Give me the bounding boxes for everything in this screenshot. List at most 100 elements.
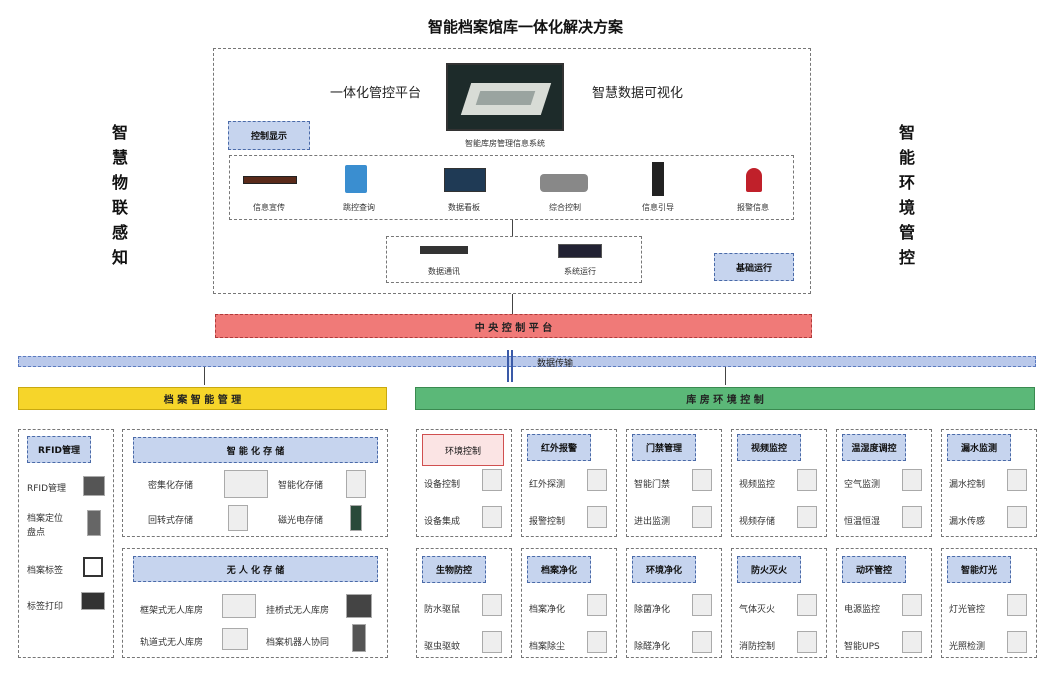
connector-line [204, 367, 205, 385]
device-icon [482, 631, 502, 653]
device-icon [587, 506, 607, 528]
storage-item: 磁光电存储 [278, 516, 324, 526]
env-module-title: 环境控制 [422, 434, 504, 466]
env-module-item: 档案除尘 [529, 642, 566, 652]
connector-line [512, 220, 513, 236]
handheld-icon [87, 510, 101, 536]
env-module-title: 档案净化 [527, 556, 591, 583]
unmanned-item: 框架式无人库房 [140, 606, 204, 616]
console-icon [540, 174, 588, 192]
rotary-cabinet-icon [228, 505, 248, 531]
unmanned-item: 轨道式无人库房 [140, 638, 204, 648]
env-module-title: 门禁管理 [632, 434, 696, 461]
env-module-item: 消防控制 [739, 642, 776, 652]
env-control-header: 库 房 环 境 控 制 [415, 387, 1035, 410]
dashboard-icon [444, 168, 486, 192]
env-module-panel [836, 429, 932, 537]
optical-storage-icon [350, 505, 362, 531]
device-icon [482, 506, 502, 528]
env-module-title: 生物防控 [422, 556, 486, 583]
env-module-item: 除菌净化 [634, 605, 671, 615]
infra-label: 数据通讯 [428, 267, 460, 276]
env-module-panel [416, 548, 512, 658]
rfid-item: 档案定位 盘点 [27, 514, 64, 538]
device-icon [902, 594, 922, 616]
env-module-item: 电源监控 [844, 605, 881, 615]
storage-item: 密集化存储 [148, 481, 194, 491]
env-module-item: 视频监控 [739, 480, 776, 490]
device-icon [692, 631, 712, 653]
led-board-icon [243, 176, 297, 184]
env-module-item: 报警控制 [529, 517, 566, 527]
device-icon [587, 469, 607, 491]
env-module-item: 恒温恒湿 [844, 517, 881, 527]
device-label: 综合控制 [549, 203, 581, 212]
env-module-title: 漏水监测 [947, 434, 1011, 461]
env-module-item: 进出监测 [634, 517, 671, 527]
device-icon [797, 506, 817, 528]
frame-warehouse-icon [222, 594, 256, 618]
device-icon [482, 594, 502, 616]
env-module-title: 视频监控 [737, 434, 801, 461]
printer-icon [81, 592, 105, 610]
env-module-panel [626, 429, 722, 537]
side-label-right: 智能环境管控 [898, 123, 915, 267]
env-module-panel [521, 429, 617, 537]
rfid-item: 档案标签 [27, 566, 64, 576]
env-module-panel [731, 429, 827, 537]
switch-icon [420, 246, 468, 254]
server-icon [558, 244, 602, 258]
infra-frame [386, 236, 642, 283]
device-label: 信息引导 [642, 203, 674, 212]
device-icon [482, 469, 502, 491]
device-icon [902, 631, 922, 653]
system-screen-image [446, 63, 564, 131]
env-module-item: 视频存储 [739, 517, 776, 527]
env-module-panel [416, 429, 512, 537]
env-module-panel [836, 548, 932, 658]
device-label: 信息宣传 [253, 203, 285, 212]
env-module-item: 光照检测 [949, 642, 986, 652]
control-display-box: 控制显示 [228, 121, 310, 150]
env-module-panel [941, 548, 1037, 658]
env-module-item: 档案净化 [529, 605, 566, 615]
env-module-panel [941, 429, 1037, 537]
side-label-left: 智慧物联感知 [111, 123, 128, 267]
smart-storage-panel [122, 429, 388, 537]
infra-label: 系统运行 [564, 267, 596, 276]
tag-icon [83, 557, 103, 577]
kiosk-icon [345, 165, 367, 193]
device-icon [1007, 506, 1027, 528]
device-icon [797, 469, 817, 491]
device-label: 报警信息 [737, 203, 769, 212]
dense-shelf-icon [224, 470, 268, 498]
rfid-reader-icon [83, 476, 105, 496]
transfer-arrows-icon [507, 350, 513, 382]
device-icon [1007, 469, 1027, 491]
env-module-panel [521, 548, 617, 658]
unmanned-item: 挂桥式无人库房 [266, 606, 330, 616]
rfid-item: 标签打印 [27, 602, 64, 612]
platform-frame [213, 48, 811, 294]
device-icon [902, 469, 922, 491]
archive-mgmt-header: 档 案 智 能 管 理 [18, 387, 387, 410]
alarm-icon [746, 168, 762, 192]
env-module-panel [731, 548, 827, 658]
env-module-title: 环境净化 [632, 556, 696, 583]
unmanned-storage-title: 无 人 化 存 储 [133, 556, 378, 582]
integrated-platform-label: 一体化管控平台 [330, 86, 422, 101]
page-title: 智能档案馆库一体化解决方案 [427, 18, 623, 36]
storage-item: 智能化存储 [278, 481, 324, 491]
device-label: 跳控查询 [343, 203, 375, 212]
device-icon [692, 506, 712, 528]
data-visualization-label: 智慧数据可视化 [592, 86, 684, 101]
storage-item: 回转式存储 [148, 516, 194, 526]
device-icon [692, 469, 712, 491]
env-module-title: 智能灯光 [947, 556, 1011, 583]
smart-storage-title: 智 能 化 存 储 [133, 437, 378, 463]
unmanned-storage-panel [122, 548, 388, 658]
central-control-bar: 中 央 控 制 平 台 [215, 314, 812, 338]
env-module-title: 温湿度调控 [842, 434, 906, 461]
unmanned-item: 档案机器人协同 [266, 638, 330, 648]
rail-warehouse-icon [222, 628, 248, 650]
